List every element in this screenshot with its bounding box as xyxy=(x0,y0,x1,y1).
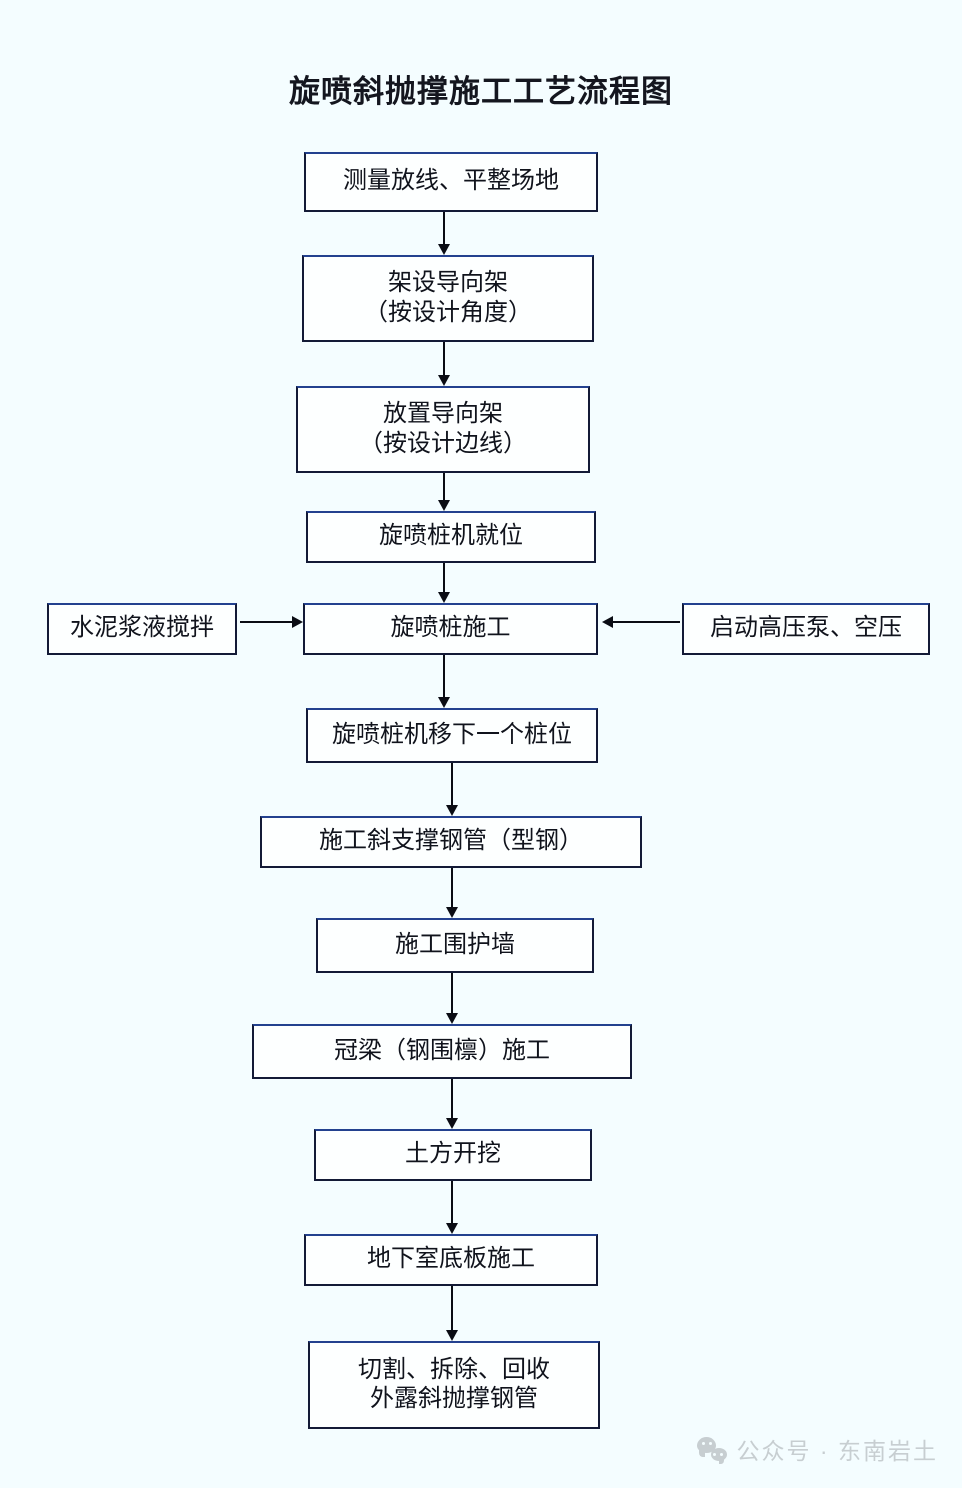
flow-node-label: 架设导向架 （按设计角度） xyxy=(364,270,532,326)
flow-node-label: 土方开挖 xyxy=(405,1141,501,1168)
flow-node-label: 旋喷桩机移下一个桩位 xyxy=(332,721,572,748)
connector-arrow-down xyxy=(444,868,460,918)
connector-arrow-down xyxy=(444,1286,460,1341)
flow-node-label: 施工斜支撑钢管（型钢） xyxy=(319,828,583,855)
flow-node-label: 旋喷桩机就位 xyxy=(379,523,523,550)
flow-node-label: 施工围护墙 xyxy=(395,931,515,958)
connector-arrow-down xyxy=(444,1181,460,1234)
flow-node-label: 启动高压泵、空压 xyxy=(710,615,902,642)
flow-node-n8[interactable]: 施工围护墙 xyxy=(316,918,594,973)
flow-node-n9[interactable]: 冠梁（钢围檩）施工 xyxy=(252,1024,632,1079)
wechat-icon xyxy=(696,1437,727,1464)
flow-node-n11[interactable]: 地下室底板施工 xyxy=(304,1234,598,1286)
flow-node-n4[interactable]: 旋喷桩机就位 xyxy=(306,511,596,563)
flow-node-right-input[interactable]: 启动高压泵、空压 xyxy=(682,603,930,655)
flow-node-label: 切割、拆除、回收 外露斜抛撑钢管 xyxy=(358,1356,550,1412)
flow-node-label: 旋喷桩施工 xyxy=(390,615,511,642)
flow-node-n3[interactable]: 放置导向架 （按设计边线） xyxy=(296,386,590,473)
flow-node-left-input[interactable]: 水泥浆液搅拌 xyxy=(47,603,237,655)
flow-node-label: 放置导向架 （按设计边线） xyxy=(359,401,527,457)
connector-arrow-down xyxy=(444,1079,460,1129)
connector-arrow-right xyxy=(240,615,303,629)
connector-arrow-down xyxy=(436,342,452,386)
flow-node-n6[interactable]: 旋喷桩机移下一个桩位 xyxy=(306,708,598,763)
watermark: 公众号 · 东南岩土 xyxy=(696,1432,938,1466)
flow-node-label: 水泥浆液搅拌 xyxy=(70,615,214,642)
connector-arrow-down xyxy=(436,473,452,511)
connector-arrow-left xyxy=(602,615,680,629)
flow-node-n1[interactable]: 测量放线、平整场地 xyxy=(304,152,598,212)
connector-arrow-down xyxy=(436,563,452,603)
connector-arrow-down xyxy=(436,212,452,255)
connector-arrow-down xyxy=(436,655,452,708)
connector-arrow-down xyxy=(444,763,460,816)
flow-node-n2[interactable]: 架设导向架 （按设计角度） xyxy=(302,255,594,342)
page-title: 旋喷斜抛撑施工工艺流程图 xyxy=(289,74,673,109)
flow-node-label: 冠梁（钢围檩）施工 xyxy=(334,1037,550,1064)
flow-node-label: 测量放线、平整场地 xyxy=(343,168,559,195)
flow-node-n7[interactable]: 施工斜支撑钢管（型钢） xyxy=(260,816,642,868)
flow-node-n12[interactable]: 切割、拆除、回收 外露斜抛撑钢管 xyxy=(308,1341,600,1429)
flow-node-n10[interactable]: 土方开挖 xyxy=(314,1129,592,1181)
watermark-text: 公众号 · 东南岩土 xyxy=(736,1438,938,1464)
flow-node-n5[interactable]: 旋喷桩施工 xyxy=(303,603,598,655)
flow-node-label: 地下室底板施工 xyxy=(367,1246,535,1273)
connector-arrow-down xyxy=(444,973,460,1024)
